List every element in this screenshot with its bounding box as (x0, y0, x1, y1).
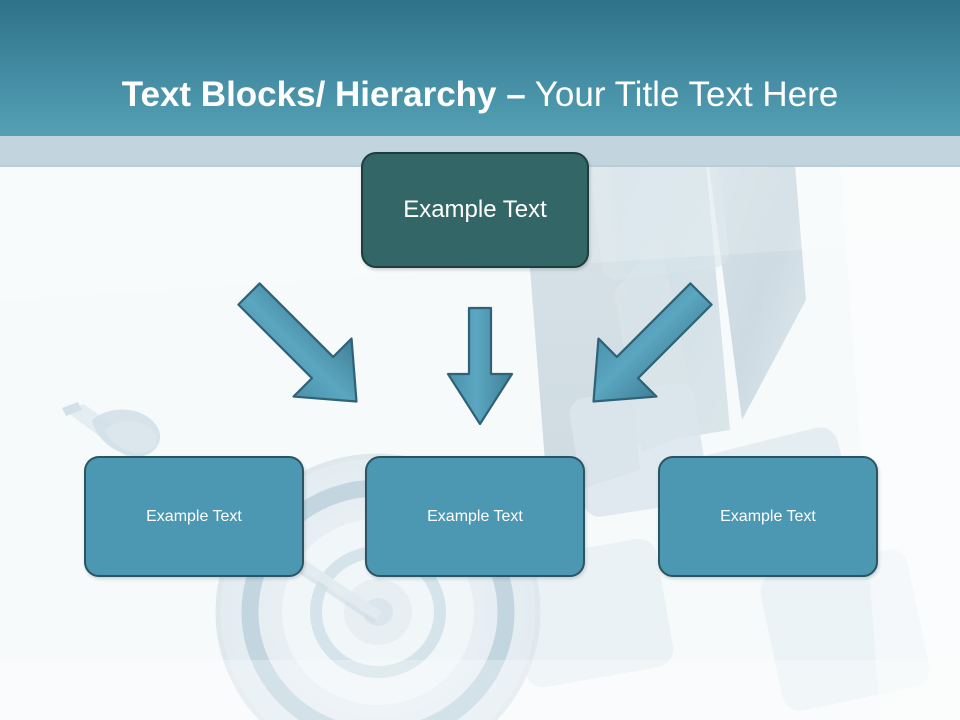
page-title: Text Blocks/ Hierarchy – Your Title Text… (0, 73, 960, 117)
node-label-child-right: Example Text (720, 507, 816, 525)
node-box-child-center[interactable]: Example Text (365, 456, 585, 577)
node-box-child-left[interactable]: Example Text (84, 456, 304, 577)
node-box-child-right[interactable]: Example Text (658, 456, 878, 577)
page-title-regular: Your Title Text Here (525, 75, 839, 115)
node-label-root: Example Text (403, 196, 547, 223)
node-label-child-center: Example Text (427, 507, 523, 525)
page-title-bold: Text Blocks/ Hierarchy – (121, 75, 526, 115)
arrow-down-left-icon[interactable] (232, 282, 382, 422)
node-label-child-left: Example Text (146, 507, 242, 525)
arrow-down-icon[interactable] (440, 300, 520, 430)
node-box-root[interactable]: Example Text (361, 152, 589, 268)
arrow-down-right-icon[interactable] (568, 282, 718, 422)
